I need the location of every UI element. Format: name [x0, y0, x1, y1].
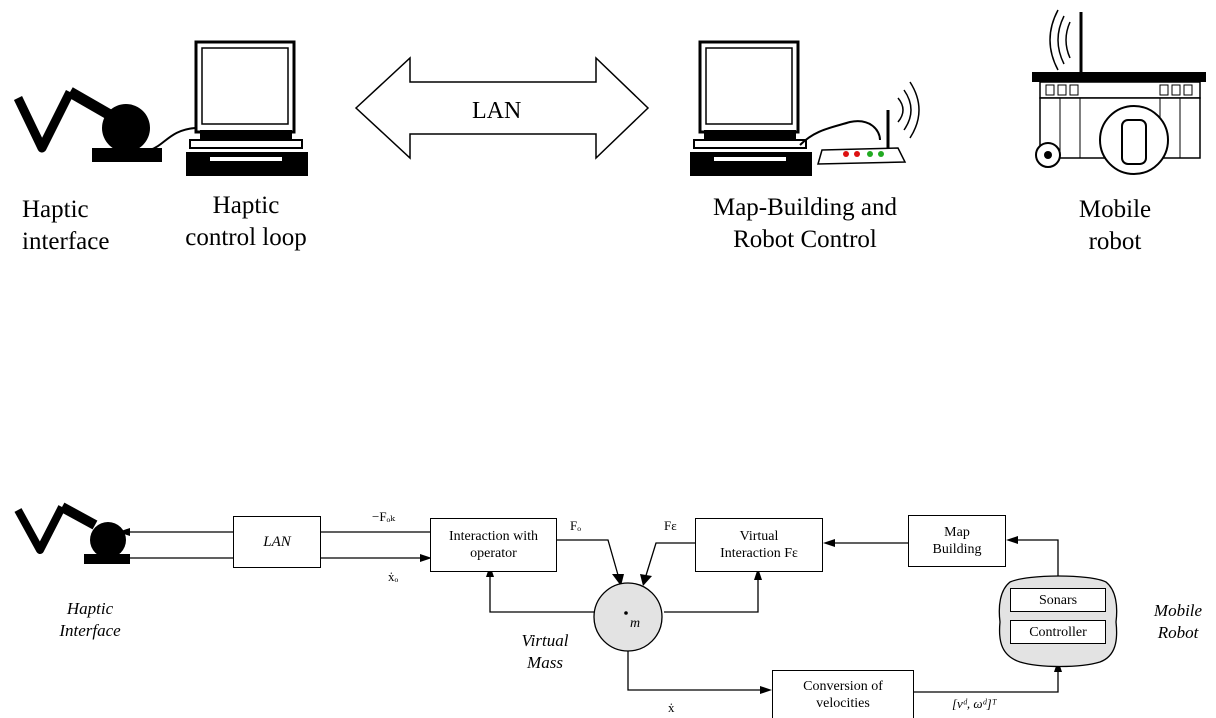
virtual-mass-node: [593, 582, 663, 652]
signal-fok-label: −Fₒₖ: [372, 509, 396, 524]
haptic-interface-caption: Haptic Interface: [59, 599, 121, 640]
signal-xdot-label: ẋ: [668, 700, 675, 715]
haptic-interface-label: Haptic interface: [22, 196, 110, 255]
virtual-mass-caption: Virtual Mass: [521, 631, 569, 672]
signal-fo-label: Fₒ: [570, 518, 581, 533]
haptic-control-loop-label: Haptic control loop: [185, 192, 307, 251]
signal-velocity-label: [vᵈ, ωᵈ]ᵀ: [952, 696, 997, 711]
mobile-robot-label: Mobile robot: [1078, 196, 1152, 255]
lan-label: LAN: [472, 98, 522, 124]
mass-symbol: m: [630, 616, 641, 631]
haptic-arm-icon: [14, 502, 130, 564]
sonars-box: Sonars: [1010, 588, 1106, 612]
computer-icon: [186, 40, 308, 176]
virtual-interaction-box: Virtual Interaction Fε: [695, 518, 823, 572]
map-building-box: Map Building: [908, 515, 1006, 567]
lan-box: LAN: [233, 516, 321, 568]
mobile-robot-caption: Mobile Robot: [1153, 601, 1203, 642]
wireless-router-icon: [799, 81, 920, 165]
haptic-arm-icon: [13, 87, 196, 162]
signal-fe-label: Fε: [664, 518, 677, 533]
controller-box: Controller: [1010, 620, 1106, 644]
interaction-with-operator-box: Interaction with operator: [430, 518, 557, 572]
conversion-of-velocities-box: Conversion of velocities: [772, 670, 914, 718]
arrowheads: [118, 528, 1062, 694]
lan-double-arrow: [354, 56, 650, 160]
computer-icon: [690, 40, 812, 176]
map-building-robot-control-label: Map-Building and Robot Control: [712, 194, 897, 253]
signal-xo-label: ẋₒ: [388, 569, 399, 584]
mobile-robot-icon: [1032, 9, 1206, 175]
